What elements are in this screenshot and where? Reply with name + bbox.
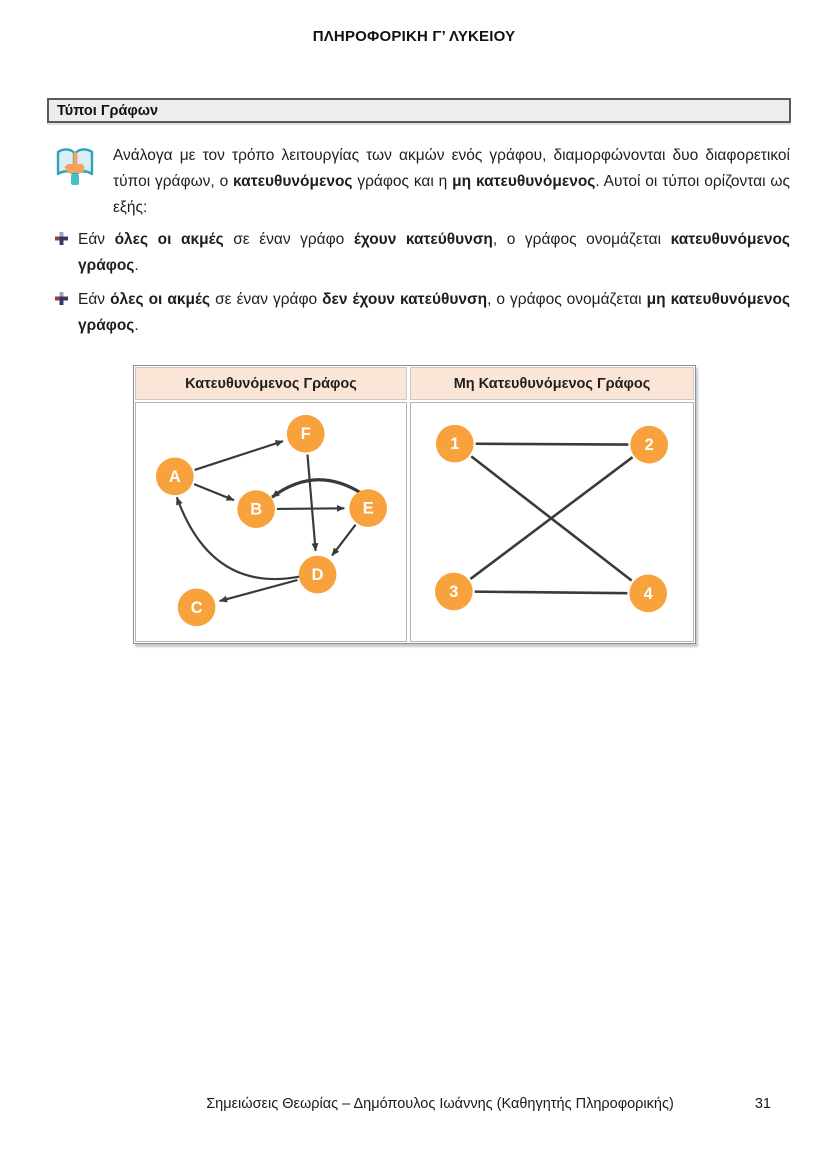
intro-paragraph: Ανάλογα με τον τρόπο λειτουργίας των ακμ…	[113, 147, 790, 216]
undirected-graph-cell: 1 2 3 4	[410, 402, 694, 642]
edge-3-4	[474, 590, 628, 595]
page-number: 31	[754, 1096, 771, 1112]
edge-B-E	[276, 504, 345, 512]
edge-F-D	[306, 454, 319, 552]
graph-node-C: C	[177, 588, 216, 627]
graph-node-F: F	[286, 414, 325, 453]
graph-node-B: B	[237, 490, 275, 528]
undirected-graph-figure: 1 2 3 4	[434, 424, 669, 613]
directed-graph-figure: A B C D E F	[155, 414, 388, 627]
graph-node-A: A	[155, 457, 194, 496]
svg-text:F: F	[301, 425, 311, 443]
edge-D-A	[175, 496, 300, 581]
svg-text:D: D	[312, 566, 324, 584]
edge-D-C	[219, 578, 298, 603]
graph-node-D: D	[298, 555, 337, 594]
svg-text:4: 4	[644, 585, 654, 603]
open-book-icon	[54, 144, 96, 188]
svg-text:C: C	[191, 599, 203, 617]
directed-graph-cell: A B C D E F	[135, 402, 407, 642]
edge-A-F	[194, 440, 284, 471]
table-header-directed: Κατευθυνόμενος Γράφος	[135, 367, 407, 400]
graph-node-2: 2	[630, 425, 669, 464]
plus-bullet-icon-svg	[55, 232, 68, 245]
bullet-item-1: Εάν όλες οι ακμές σε έναν γράφο έχουν κα…	[78, 231, 790, 274]
svg-text:A: A	[169, 468, 181, 486]
open-book-icon-svg	[56, 148, 94, 185]
svg-text:E: E	[363, 500, 374, 518]
plus-bullet-icon	[55, 232, 68, 245]
edge-E-B	[271, 478, 363, 499]
edge-E-D	[331, 524, 357, 557]
plus-bullet-icon	[55, 292, 68, 305]
section-title: Τύποι Γράφων	[57, 102, 159, 119]
svg-text:1: 1	[450, 435, 459, 453]
svg-text:2: 2	[645, 436, 654, 454]
edge-2-3	[469, 456, 634, 580]
edge-1-2	[475, 442, 629, 446]
bullet-item-2: Εάν όλες οι ακμές σε έναν γράφο δεν έχου…	[78, 291, 791, 334]
section-title-box: Τύποι Γράφων	[47, 98, 791, 123]
svg-text:3: 3	[449, 583, 458, 601]
graph-node-4: 4	[629, 574, 668, 613]
plus-bullet-icon-svg	[55, 292, 68, 305]
page-footer: Σημειώσεις Θεωρίας – Δημόπουλος Ιωάννης …	[0, 1096, 828, 1112]
svg-text:B: B	[250, 501, 262, 519]
graph-types-table: Κατευθυνόμενος Γράφος Μη Κατευθυνόμενος …	[133, 365, 696, 644]
edge-A-B	[193, 483, 235, 502]
footer-text: Σημειώσεις Θεωρίας – Δημόπουλος Ιωάννης …	[206, 1096, 674, 1112]
graph-node-3: 3	[434, 572, 473, 611]
page-header-title: ΠΛΗΡΟΦΟΡΙΚΗ Γ’ ΛΥΚΕΙΟΥ	[312, 28, 516, 45]
table-header-undirected: Μη Κατευθυνόμενος Γράφος	[410, 367, 694, 400]
graph-node-1: 1	[435, 424, 474, 463]
graph-node-E: E	[349, 489, 388, 527]
